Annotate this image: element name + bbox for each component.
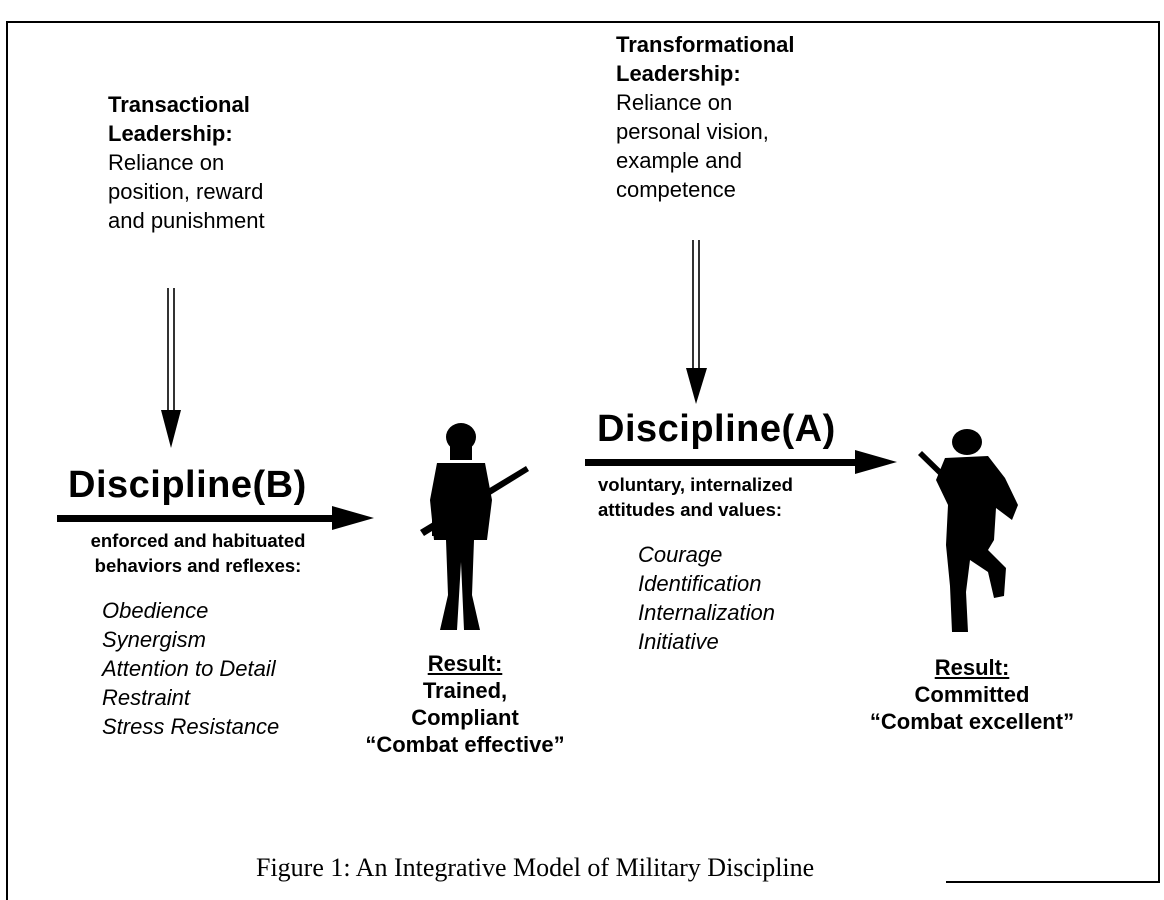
discipline-a-item-list: Courage Identification Internalization I… — [638, 540, 775, 656]
frame-left-edge — [6, 880, 8, 900]
list-item: Attention to Detail — [102, 656, 276, 681]
soldier-running-icon — [918, 429, 1018, 632]
discipline-b-subtitle-line1: enforced and habituated — [90, 530, 306, 551]
transactional-title-line2: Leadership: — [108, 121, 233, 146]
transformational-title-line2: Leadership: — [616, 61, 741, 86]
result-b-label: Result: — [427, 651, 503, 676]
soldier-standing-icon — [420, 423, 529, 630]
discipline-b-arrow — [57, 506, 374, 530]
transformational-arrow — [686, 240, 707, 404]
result-b-line1: Trained, — [422, 678, 508, 703]
result-b-line2: Compliant — [411, 705, 519, 730]
list-item: Initiative — [638, 629, 719, 654]
discipline-b-subtitle-line2: behaviors and reflexes: — [94, 555, 302, 576]
list-item: Restraint — [102, 685, 191, 710]
transactional-desc-line3: and punishment — [108, 208, 265, 233]
transformational-desc-line2: personal vision, — [616, 119, 769, 144]
list-item: Stress Resistance — [102, 714, 280, 739]
result-a-label: Result: — [934, 655, 1010, 680]
transformational-title-line1: Transformational — [616, 32, 795, 57]
transactional-desc-line2: position, reward — [108, 179, 264, 204]
frame-bottom-rule — [946, 881, 1160, 883]
discipline-b-heading: Discipline(B) — [68, 464, 307, 506]
result-a-line2: “Combat excellent” — [869, 709, 1075, 734]
discipline-a-arrow — [585, 450, 897, 474]
discipline-a-subtitle-line1: voluntary, internalized — [598, 474, 793, 495]
result-a-block: Result: Committed “Combat excellent” — [852, 654, 1092, 735]
list-item: Internalization — [638, 600, 775, 625]
transactional-title-line1: Transactional — [108, 92, 250, 117]
result-b-block: Result: Trained, Compliant “Combat effec… — [360, 650, 570, 758]
list-item: Identification — [638, 571, 762, 596]
figure-caption: Figure 1: An Integrative Model of Milita… — [256, 853, 815, 882]
transformational-desc-line4: competence — [616, 177, 736, 202]
transactional-leadership-block: Transactional Leadership: Reliance on po… — [108, 90, 265, 235]
list-item: Obedience — [102, 598, 209, 623]
list-item: Courage — [638, 542, 723, 567]
diagram-frame — [6, 21, 1160, 883]
transformational-desc-line3: example and — [616, 148, 742, 173]
transactional-arrow — [161, 288, 181, 448]
discipline-b-item-list: Obedience Synergism Attention to Detail … — [102, 596, 279, 741]
result-b-line3: “Combat effective” — [365, 732, 565, 757]
discipline-a-subtitle-line2: attitudes and values: — [598, 499, 783, 520]
transformational-leadership-block: Transformational Leadership: Reliance on… — [616, 30, 794, 204]
transformational-desc-line1: Reliance on — [616, 90, 733, 115]
transactional-desc-line1: Reliance on — [108, 150, 225, 175]
result-a-line1: Committed — [914, 682, 1030, 707]
discipline-a-heading: Discipline(A) — [597, 408, 836, 450]
discipline-b-subtitle: enforced and habituated behaviors and re… — [60, 528, 336, 578]
discipline-a-subtitle: voluntary, internalized attitudes and va… — [598, 472, 793, 522]
list-item: Synergism — [102, 627, 206, 652]
